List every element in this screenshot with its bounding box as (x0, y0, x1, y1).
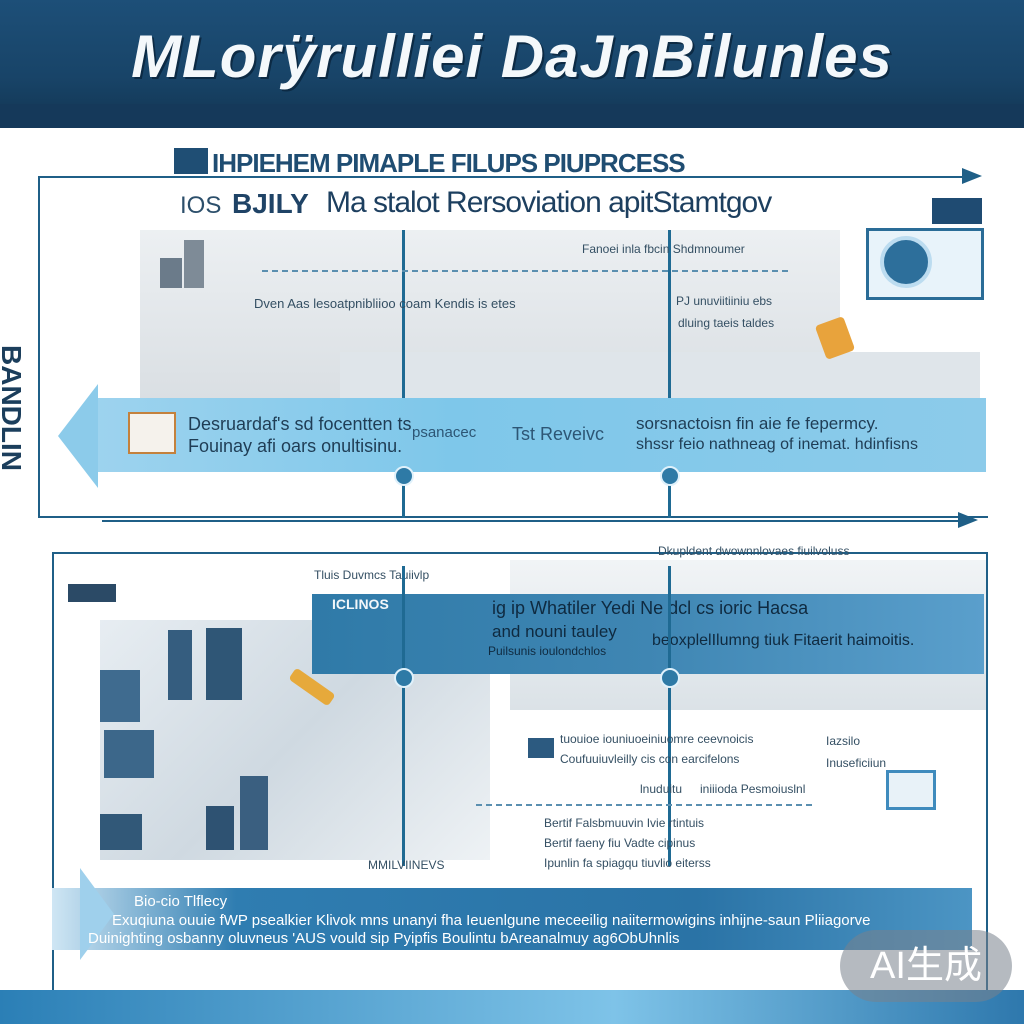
section1-sub-mid: BJILY (232, 188, 309, 219)
section2-frame (52, 552, 988, 1002)
monitor-icon (886, 770, 936, 810)
watermark-badge: AI生成 (840, 930, 1012, 1002)
arrow-icon (958, 512, 978, 528)
band-3: beoxplelIlumng tiuk Fitaerit haimoitis. (652, 632, 915, 649)
note-mid-3: lnuduitu (640, 782, 683, 796)
clothes-icon (168, 630, 192, 700)
dashed-line (262, 270, 792, 272)
timeline-node (394, 668, 414, 688)
band-mid-2: Tst Reveivc (512, 424, 605, 444)
note-mid-2: Coufuuiuvleilly cis con earcifelons (560, 752, 740, 766)
footer-arrow-icon (80, 868, 114, 960)
cabinet-icon (160, 258, 182, 288)
mini-label: ICLINOS (332, 596, 389, 612)
basket-icon (100, 814, 142, 850)
heading-badge-icon (174, 148, 208, 174)
info-band (96, 398, 986, 472)
cabinet-icon (240, 776, 268, 850)
timeline-line (402, 230, 405, 518)
timeline-node (660, 668, 680, 688)
note-r2: Inuseficiiun (826, 756, 887, 770)
timeline-node (394, 466, 414, 486)
box-icon (128, 412, 176, 454)
band-left-1: Desruardaf's sd focentten ts (188, 414, 412, 434)
note-right-2: dluing taeis taldes (678, 316, 775, 330)
section2-top-line (102, 520, 962, 522)
device-icon (528, 738, 554, 758)
bottom-bar (0, 990, 1024, 1024)
section1-heading: IHPIEHEM PIMAPLE FILUPS PIUPRCESS (212, 148, 686, 178)
band-4: Puilsunis ioulondchlos (488, 644, 607, 658)
header-divider (0, 104, 1024, 128)
room-floor (340, 352, 980, 400)
section1-subheading: Ma stalot Rersoviation apitStamtgov (326, 186, 772, 219)
device-icon (880, 236, 932, 288)
list-item: Bertif faeny fiu Vadte cipinus (544, 836, 696, 850)
section1-sub-ios: IOS (180, 192, 222, 219)
arrow-icon (962, 168, 982, 184)
dashed-line (476, 804, 816, 806)
footer-band (52, 888, 972, 950)
note-right-1: PJ unuviitiiniu ebs (676, 294, 773, 308)
cabinet-icon (206, 806, 234, 850)
side-label: BANDLIN (0, 345, 27, 471)
bottom-label: MMILVIINEVS (368, 858, 445, 872)
note-mid-4: iniiioda Pesmoiuslnl (700, 782, 806, 796)
band-2: and nouni tauley (492, 622, 617, 641)
band-left-2: Fouinay afi oars onultisinu. (188, 436, 403, 456)
logo-icon (932, 198, 982, 224)
footer-line-1: Exuqiuna ouuie fWP psealkier Klivok mns … (112, 912, 871, 929)
timeline-node (660, 466, 680, 486)
note-r1: Iazsilo (826, 734, 861, 748)
list-item: Bertif Falsbmuuvin Ivie rtintuis (544, 816, 705, 830)
clothes-icon (206, 628, 242, 700)
box-icon (104, 730, 154, 778)
timeline-line (668, 230, 671, 518)
washer-icon (100, 670, 140, 722)
note-top-right: Fanoei inla fbcin Shdmnoumer (582, 242, 745, 256)
page-title: MLorÿrulliei DaJnBilunles (131, 23, 893, 90)
footer-title: Bio-cio Tlflecy (134, 893, 228, 910)
timeline-line (668, 566, 671, 866)
band-mid-1: psanacec (412, 424, 477, 441)
note-mid-1: tuouioe iouniuoeiniuomre ceevnoicis (560, 732, 754, 746)
band-right-2: shssr feio nathneag of inemat. hdinfisns (636, 436, 918, 453)
section1-frame (38, 176, 988, 518)
footer-line-2: Duinighting osbanny oluvneus 'AUS vould … (88, 930, 680, 947)
section1-top-line (38, 176, 968, 178)
band-right-1: sorsnactoisn fin aie fe fepermcy. (636, 414, 879, 433)
note-top: Dkupldent dwownnlovaes fiuilvoluss (658, 544, 850, 558)
list-item: Ipunlin fa spiagqu tiuvlio eiterss (544, 856, 711, 870)
band-arrow-icon (58, 384, 98, 488)
timeline-line (402, 566, 405, 866)
info-band (312, 594, 984, 674)
note-left-s2: Tluis Duvmcs Tauiivlp (314, 568, 430, 582)
note-left: Dven Aas lesoatpnibliioo coam Kendis is … (254, 296, 516, 311)
cabinet-icon (184, 240, 204, 288)
band-1: ig ip Whatiler Yedi Ne dcl cs ioric Hacs… (492, 598, 809, 618)
vacuum-icon (68, 584, 116, 602)
